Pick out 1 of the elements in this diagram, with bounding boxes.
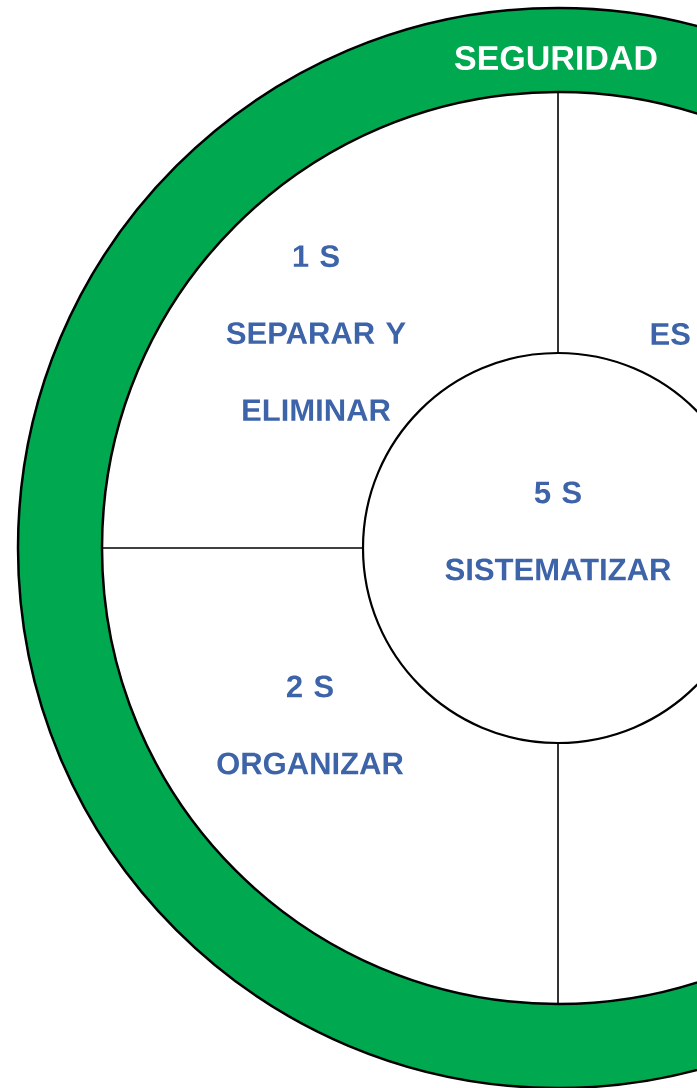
quadrant-text: ES <box>651 323 690 345</box>
